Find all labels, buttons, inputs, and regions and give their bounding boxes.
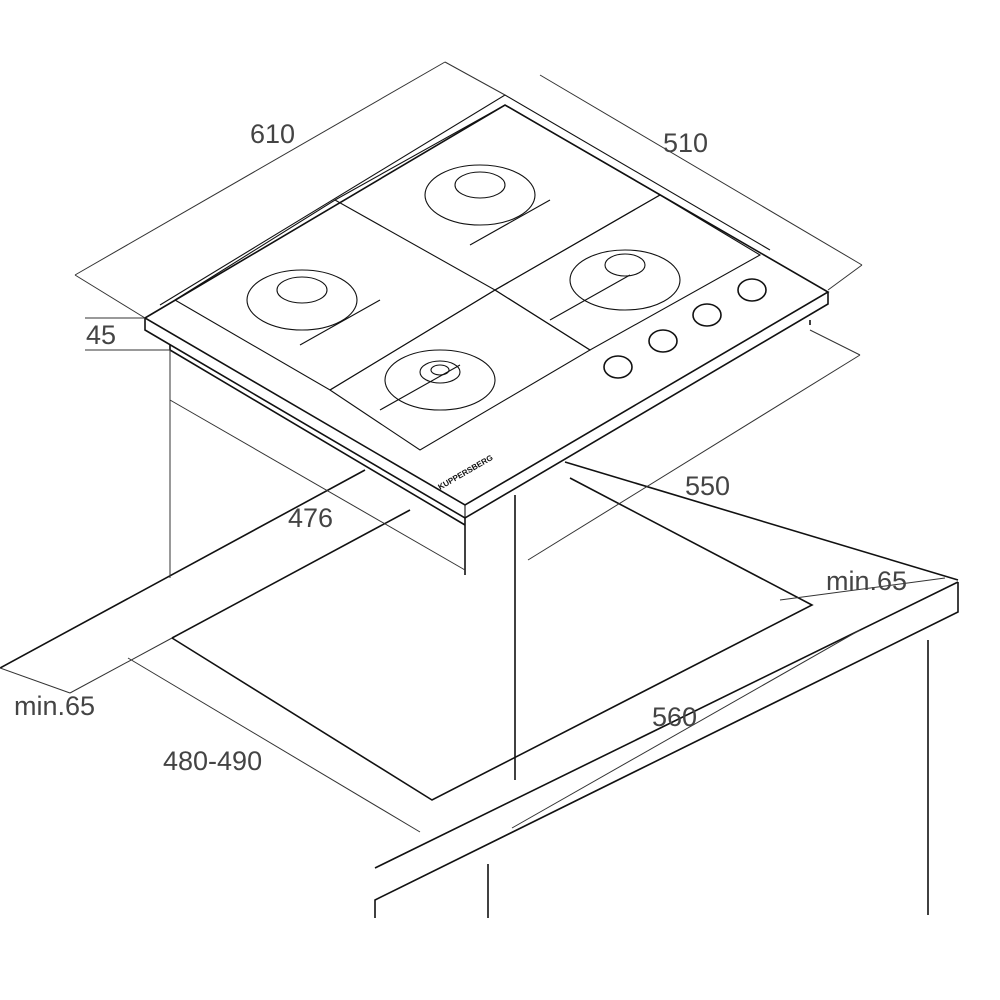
dim-cutout-depth-label: 480-490 xyxy=(163,746,262,776)
burner-right xyxy=(569,249,681,311)
dim-body-depth-label: 476 xyxy=(288,503,333,533)
dim-width-label: 610 xyxy=(250,119,295,149)
control-knobs xyxy=(603,278,767,379)
burner-wok xyxy=(384,349,496,411)
dim-body-width-label: 550 xyxy=(685,471,730,501)
dim-clearance-back-label: min.65 xyxy=(826,566,907,596)
burner-back xyxy=(424,164,536,226)
dim-clearance-front-label: min.65 xyxy=(14,691,95,721)
countertop xyxy=(0,461,959,918)
dim-height-label: 45 xyxy=(86,320,116,350)
burner-left xyxy=(246,269,358,331)
dim-cutout-width-label: 560 xyxy=(652,702,697,732)
cutout-outline xyxy=(171,477,814,801)
dimension-lines xyxy=(0,61,946,833)
brand-logo: KUPPERSBERG xyxy=(437,453,495,492)
hob: KUPPERSBERG xyxy=(143,94,830,575)
dim-depth-label: 510 xyxy=(663,128,708,158)
